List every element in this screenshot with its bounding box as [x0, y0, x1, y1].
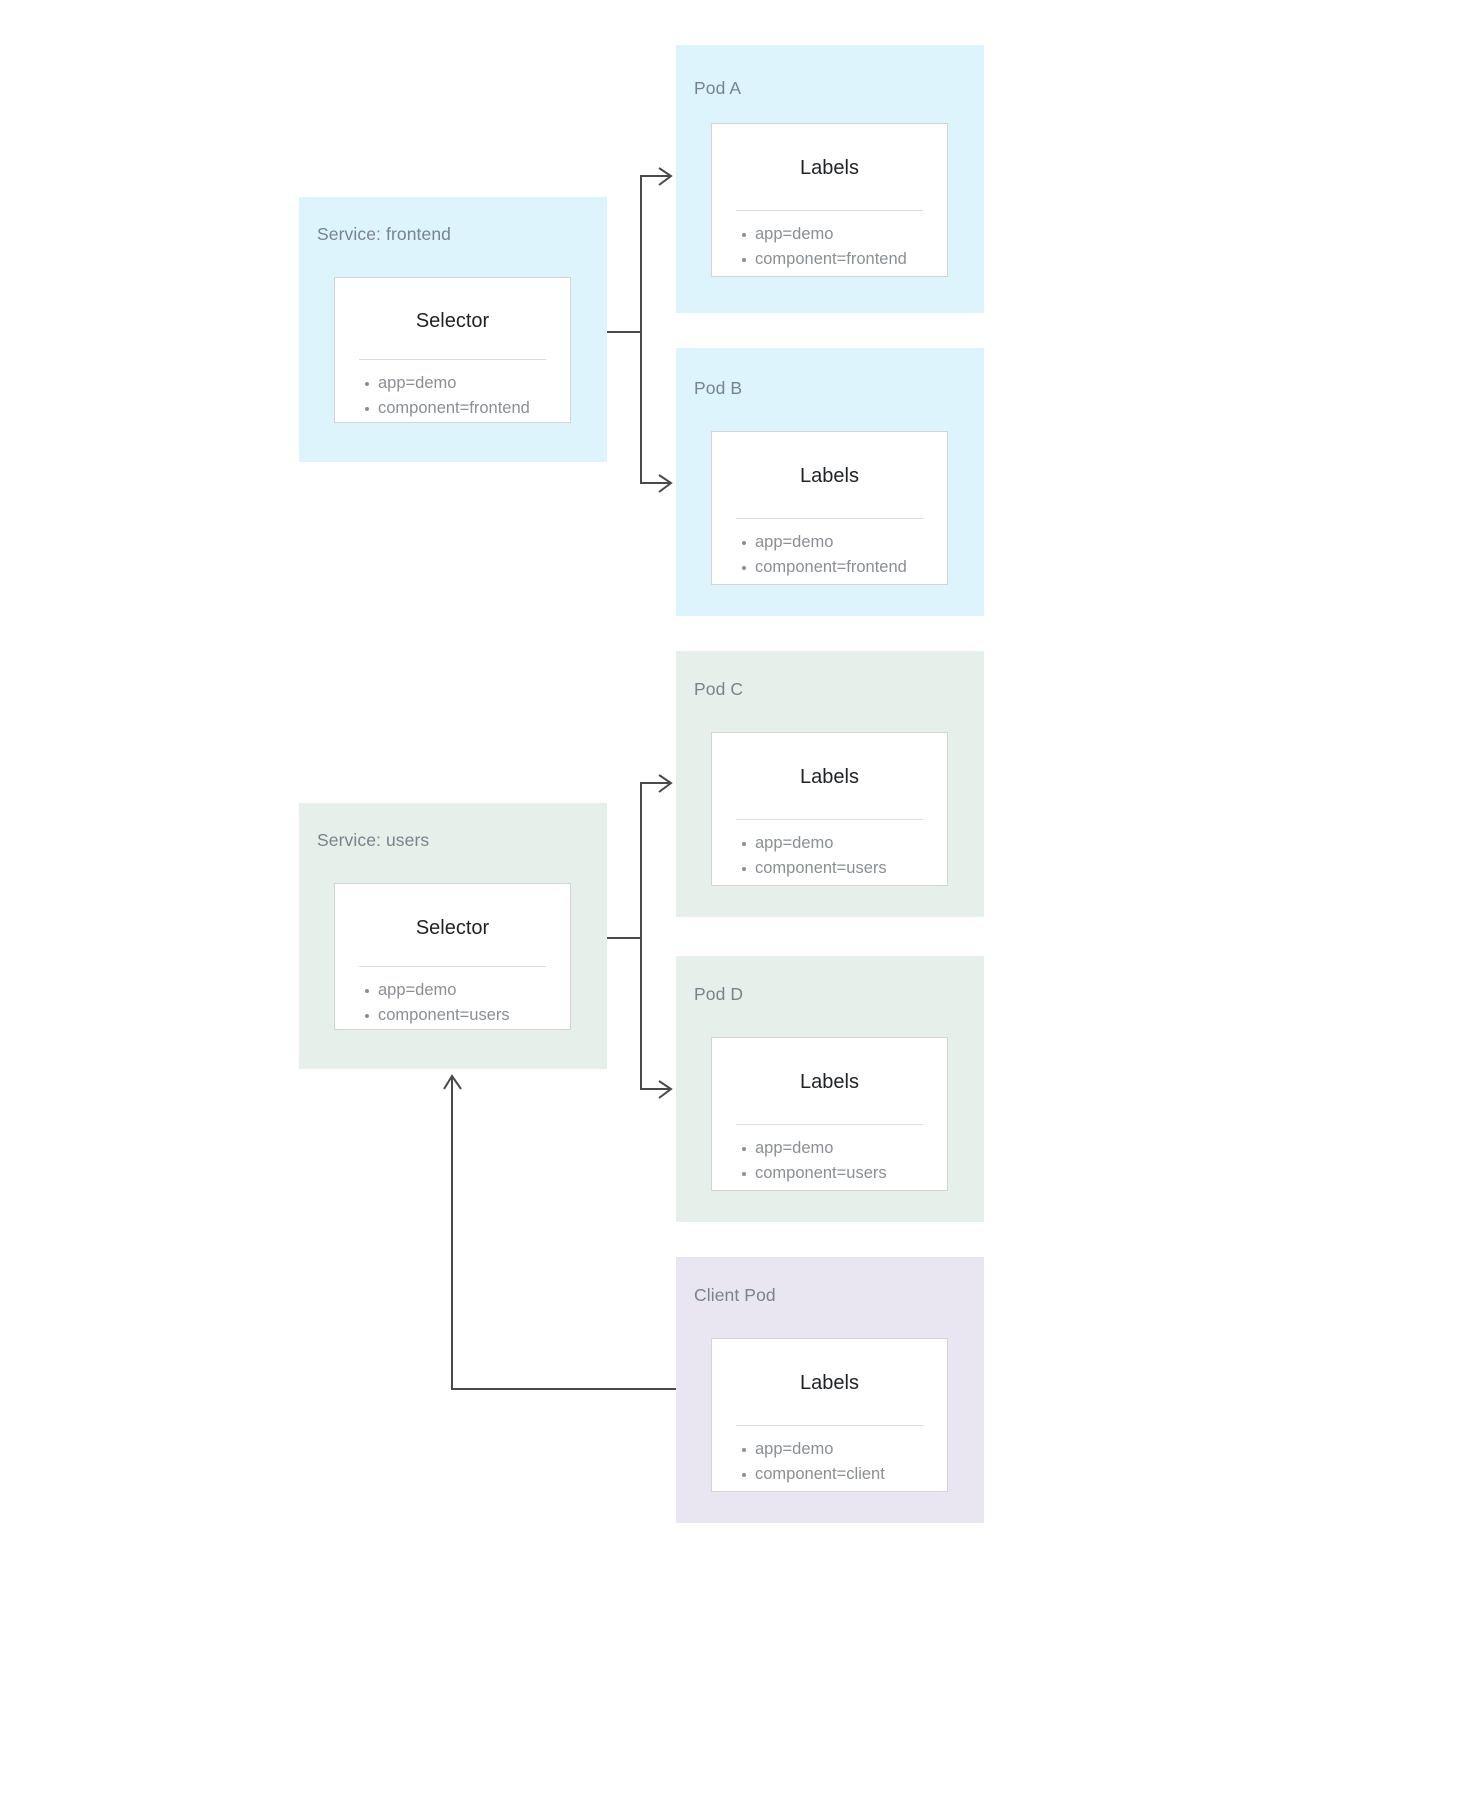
list-item: component=users	[740, 1161, 887, 1186]
connector-client-to-users-service	[451, 1077, 676, 1390]
list-item: app=demo	[740, 1437, 885, 1462]
group-pod-b: Pod B Labels app=demo component=frontend	[676, 348, 984, 616]
card-divider-pod-d	[736, 1124, 923, 1125]
card-list-pod-b: app=demo component=frontend	[740, 530, 907, 580]
card-list-pod-a: app=demo component=frontend	[740, 222, 907, 272]
list-item: component=frontend	[363, 396, 530, 421]
card-selector-frontend: Selector app=demo component=frontend	[334, 277, 571, 423]
arrowhead-pod-b	[658, 474, 673, 493]
card-title-pod-c: Labels	[800, 766, 859, 788]
list-item: component=frontend	[740, 247, 907, 272]
list-item: component=users	[740, 856, 887, 881]
group-title-service-frontend: Service: frontend	[317, 224, 451, 244]
group-title-service-users: Service: users	[317, 830, 430, 850]
group-pod-d: Pod D Labels app=demo component=users	[676, 956, 984, 1222]
connector-frontend-to-pod-b	[640, 332, 669, 484]
card-divider-pod-a	[736, 210, 923, 211]
connector-users-to-pod-d	[640, 938, 669, 1090]
arrowhead-pod-a	[658, 167, 673, 186]
connector-frontend-to-pod-a	[640, 175, 669, 332]
connector-users-to-pod-c	[640, 782, 669, 938]
card-list-pod-d: app=demo component=users	[740, 1136, 887, 1186]
arrowhead-users-service	[443, 1074, 462, 1090]
list-item: component=client	[740, 1462, 885, 1487]
card-selector-users: Selector app=demo component=users	[334, 883, 571, 1030]
list-item: app=demo	[363, 371, 530, 396]
card-divider-client-pod	[736, 1425, 923, 1426]
card-title-pod-b: Labels	[800, 465, 859, 487]
group-service-users: Service: users Selector app=demo compone…	[299, 803, 607, 1069]
card-divider-pod-c	[736, 819, 923, 820]
card-title-selector-frontend: Selector	[415, 310, 490, 332]
group-title-client-pod: Client Pod	[694, 1285, 776, 1305]
card-labels-pod-a: Labels app=demo component=frontend	[711, 123, 948, 277]
list-item: component=frontend	[740, 555, 907, 580]
card-labels-pod-d: Labels app=demo component=users	[711, 1037, 948, 1191]
arrowhead-pod-c	[658, 774, 673, 793]
card-list-pod-c: app=demo component=users	[740, 831, 887, 881]
list-item: app=demo	[740, 1136, 887, 1161]
card-title-pod-a: Labels	[800, 157, 859, 179]
list-item: component=users	[363, 1003, 510, 1028]
group-title-pod-a: Pod A	[694, 78, 742, 98]
card-list-selector-frontend: app=demo component=frontend	[363, 371, 530, 421]
group-service-frontend: Service: frontend Selector app=demo comp…	[299, 197, 607, 462]
group-client-pod: Client Pod Labels app=demo component=cli…	[676, 1257, 984, 1523]
card-labels-client-pod: Labels app=demo component=client	[711, 1338, 948, 1492]
group-title-pod-c: Pod C	[694, 679, 744, 699]
group-pod-a: Pod A Labels app=demo component=frontend	[676, 45, 984, 313]
group-pod-c: Pod C Labels app=demo component=users	[676, 651, 984, 917]
card-divider-selector-users	[359, 966, 546, 967]
card-title-pod-d: Labels	[800, 1071, 859, 1093]
card-title-client-pod: Labels	[800, 1372, 859, 1394]
list-item: app=demo	[740, 222, 907, 247]
group-title-pod-b: Pod B	[694, 378, 743, 398]
group-title-pod-d: Pod D	[694, 984, 744, 1004]
card-divider-selector-frontend	[359, 359, 546, 360]
card-title-selector-users: Selector	[415, 917, 490, 939]
card-list-selector-users: app=demo component=users	[363, 978, 510, 1028]
list-item: app=demo	[740, 831, 887, 856]
card-labels-pod-c: Labels app=demo component=users	[711, 732, 948, 886]
list-item: app=demo	[740, 530, 907, 555]
card-divider-pod-b	[736, 518, 923, 519]
arrowhead-pod-d	[658, 1080, 673, 1099]
list-item: app=demo	[363, 978, 510, 1003]
card-labels-pod-b: Labels app=demo component=frontend	[711, 431, 948, 585]
card-list-client-pod: app=demo component=client	[740, 1437, 885, 1487]
